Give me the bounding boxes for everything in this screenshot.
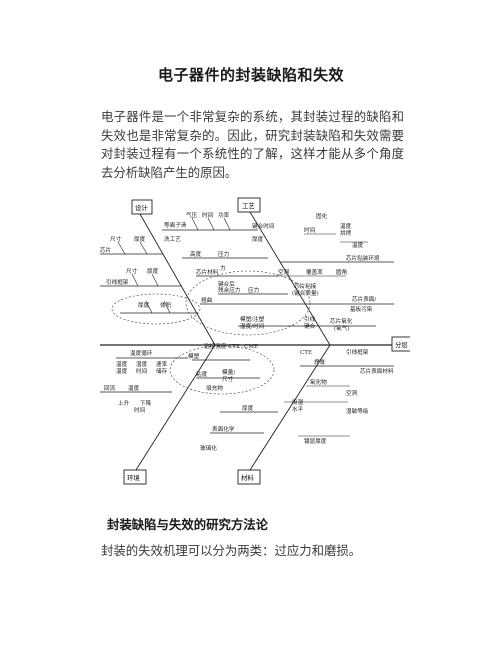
chip-surface-material-label: 芯片表面材料 <box>360 367 394 375</box>
process-dashed-ellipse <box>185 270 311 336</box>
design-box <box>131 199 153 215</box>
design-dashed-ellipse <box>111 293 201 325</box>
env-time-label-2: 时间 <box>136 367 148 375</box>
time-label-a: 时间 <box>202 211 214 219</box>
moisture-sens-label: 湿敏等级 <box>346 407 369 415</box>
design-chip-label: 芯片 <box>100 246 112 254</box>
die-bond-label-2: (键合质量) <box>292 289 319 297</box>
viscosity-label: 粘度 <box>196 370 208 378</box>
cure-time-label: 时间 <box>304 226 316 234</box>
intro-paragraph: 电子器件是一个非常复杂的系统，其封装过程的缺陷和失效也是非常复杂的。因此，研究封… <box>101 109 404 180</box>
env-rate-label: 速率 <box>156 360 168 368</box>
temp-cycle-label: 温度循环 <box>130 349 153 357</box>
leadframe-size-label: 尺寸 <box>126 267 138 275</box>
env-humid-label-1: 湿度 <box>136 360 148 368</box>
force-label: 压力 <box>218 250 230 258</box>
env-temp-label-2: 温度 <box>116 367 128 375</box>
lead-frame-material-label: 引线框架 <box>346 348 369 356</box>
material-box <box>237 469 261 485</box>
reflow-label: 回流 <box>104 384 116 392</box>
cure-temp-label: 温度 <box>340 222 352 230</box>
chip-material-label: 芯片材料 <box>196 268 219 276</box>
wire-bond-label-1: 引线 <box>304 315 316 323</box>
plasma-label-2: 洗工艺 <box>164 235 181 243</box>
process-box <box>237 197 261 213</box>
surface-chem-label: 表面化学 <box>212 425 235 433</box>
time-label-b: 时间 <box>134 406 146 414</box>
design-thickness-label: 厚度 <box>134 235 146 243</box>
bond-stress-label-2: 残余应力 <box>218 286 241 294</box>
chip-oxide-label-1: 芯片氧化 <box>330 317 353 325</box>
fillet-label: 圆角 <box>336 268 347 276</box>
mold-label-1: 模塑/注塑 <box>240 315 265 323</box>
environment-box <box>123 469 147 485</box>
upper-label: 上升 <box>118 399 130 407</box>
cure-label: 固化 <box>316 212 328 220</box>
glass-label-1: 玻璃化 <box>200 444 217 452</box>
environment-box-label: 环境 <box>127 473 140 482</box>
effect-box-label: 分层 <box>395 340 408 349</box>
cme-label: CME <box>244 344 258 350</box>
mold-volume-label: 体积 <box>160 301 172 309</box>
pressure-label: 气压 <box>186 211 198 219</box>
design-bone <box>139 213 216 346</box>
force2-label: 力 <box>220 264 226 272</box>
stress-label: 应力 <box>248 286 260 294</box>
design-box-label: 设计 <box>135 203 148 212</box>
material-box-label: 材料 <box>241 473 254 482</box>
chip-attach-label: 芯片贴装环境 <box>346 254 380 262</box>
mold-compound-label: 模塑 <box>188 352 200 360</box>
mold-thickness-label: 厚度 <box>138 301 150 309</box>
environment-bone <box>135 344 216 471</box>
humid-label-a: 温度 <box>128 384 140 392</box>
leadframe-design-label: 引线框架 <box>106 278 129 286</box>
plasma-label-1: 等离子清 <box>164 221 187 229</box>
adhesion-label: 粘接强度 <box>204 342 227 350</box>
warpage-label: 翘曲 <box>201 296 213 304</box>
paste-label: 焊膏 <box>314 358 326 366</box>
process-box-label: 工艺 <box>242 202 255 210</box>
fishbone-svg: 分层 设计 工艺 环境 材料 尺寸 厚度 芯片 尺寸 <box>100 197 410 485</box>
document-title: 电子器件的封装缺陷和失效 <box>157 66 344 84</box>
cte2-label: CTE <box>300 350 312 356</box>
oxide-material-label: 氧化物 <box>310 378 327 386</box>
cte-label: CTE <box>228 344 240 350</box>
bond-stress-label-1: 键合后 <box>218 280 235 288</box>
pick-label: 键合时间 <box>252 222 275 230</box>
chip-surface-label: 芯片表面/ <box>352 295 376 303</box>
section-paragraph: 封装的失效机理可以分为两类：过应力和磨损。 <box>101 543 362 558</box>
section-heading: 封装缺陷与失效的研究方法论 <box>107 517 269 532</box>
moisture-label-1: 吸湿 <box>292 398 304 406</box>
chip-oxide-label-2: (氧气) <box>334 324 350 332</box>
mold-label-2: 温度/时间 <box>240 322 265 330</box>
size-label: 尺寸 <box>222 375 234 383</box>
die-bond-label-1: 芯片粘接 <box>294 282 317 290</box>
modulus-label: 模量/ <box>222 368 235 376</box>
design-size-label: 尺寸 <box>110 235 122 243</box>
thickness-label-b: 厚度 <box>252 235 264 243</box>
substrate-pollute-label: 基板污染 <box>350 305 373 313</box>
moisture-label-2: 水平 <box>292 405 304 413</box>
env-storage-label: 储存 <box>156 367 168 375</box>
cavity-label: 空洞 <box>346 389 358 397</box>
cure-type-label: 烘烤 <box>340 229 352 237</box>
wire-bond-label-2: 键合 <box>304 322 316 330</box>
mat-thickness-label: 厚度 <box>242 404 254 412</box>
material-dashed-ellipse <box>169 345 275 395</box>
env-temp-label-1: 温度 <box>116 360 128 368</box>
void-rate-label: 覆盖率 <box>306 268 323 276</box>
void-label: 空洞 <box>278 268 290 276</box>
effect-box <box>391 336 410 352</box>
fishbone-diagram: 分层 设计 工艺 环境 材料 尺寸 厚度 芯片 尺寸 <box>100 190 410 490</box>
power-label: 功率 <box>218 211 230 219</box>
filler-label: 填充物 <box>206 384 223 392</box>
process-bone <box>249 211 331 346</box>
plating-label: 镀层厚度 <box>304 437 327 445</box>
lower-label: 下降 <box>140 399 152 407</box>
leadframe-thickness-label: 厚度 <box>147 267 159 275</box>
cure-result-label: 温度 <box>352 241 364 249</box>
height-label: 高度 <box>190 250 202 258</box>
